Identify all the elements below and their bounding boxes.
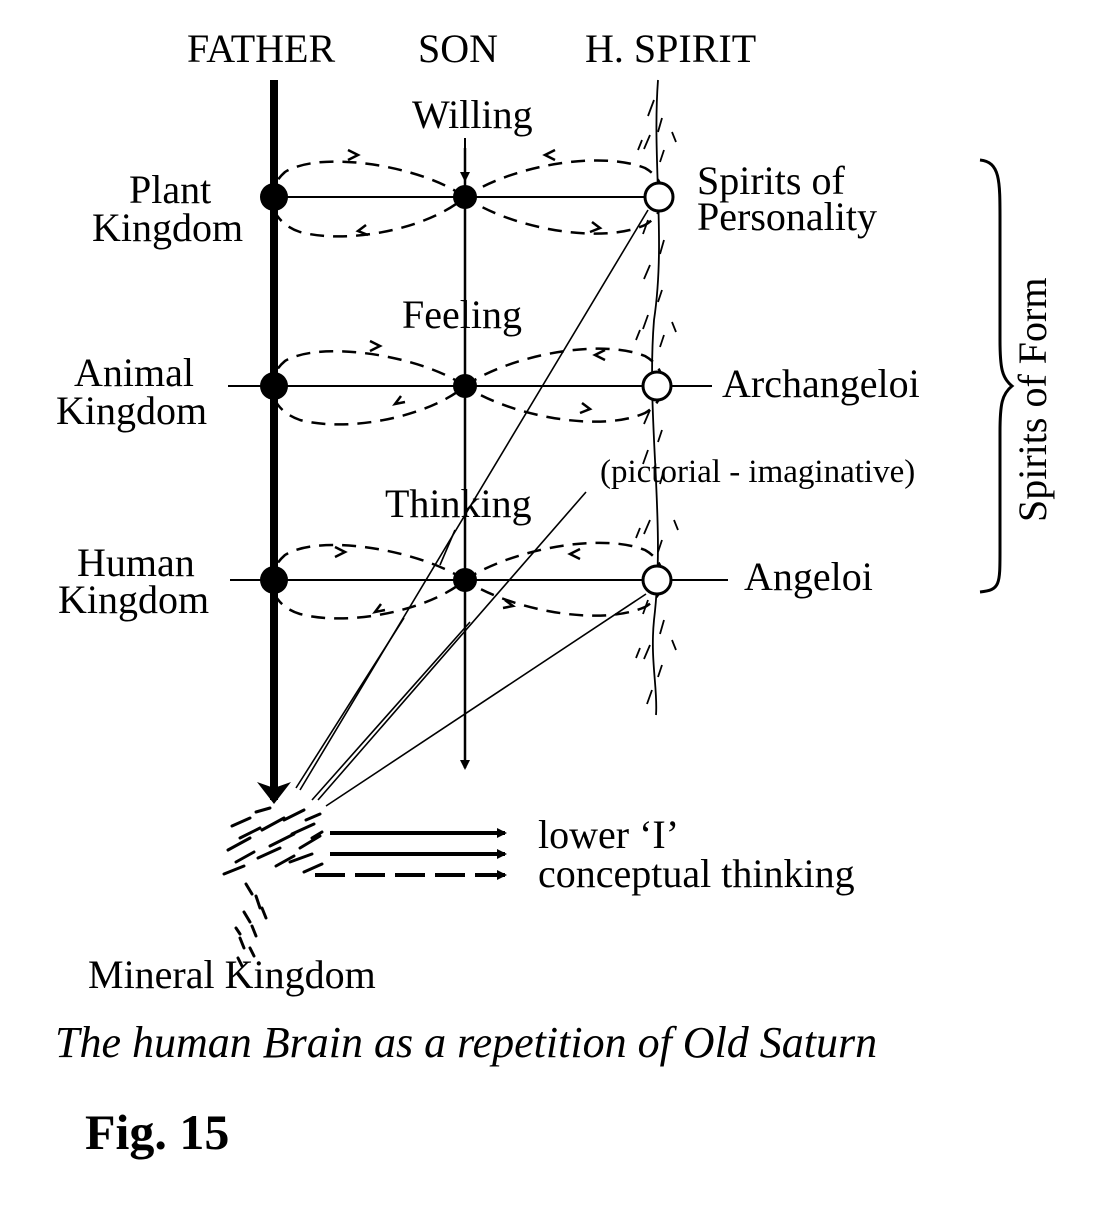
- feeling-label: Feeling: [402, 292, 522, 337]
- angeloi-label: Angeloi: [744, 554, 873, 599]
- human-label-1: Human: [77, 540, 195, 585]
- spirit-header: H. SPIRIT: [585, 26, 756, 71]
- human-son-node: [453, 568, 477, 592]
- personality-label-1: Spirits of: [697, 158, 845, 203]
- animal-label-2: Kingdom: [56, 388, 207, 433]
- animal-spirit-node: [641, 370, 673, 402]
- mineral-label: Mineral Kingdom: [88, 952, 376, 997]
- spirits-brace: [979, 158, 1015, 594]
- pictorial-label: (pictorial - imaginative): [600, 454, 915, 490]
- animal-father-node: [260, 372, 288, 400]
- plant-label-2: Kingdom: [92, 205, 243, 250]
- spirits-of-form-label: Spirits of Form: [1010, 278, 1055, 522]
- thinking-label: Thinking: [385, 481, 532, 526]
- plant-label-1: Plant: [129, 167, 211, 212]
- figure-number: Fig. 15: [85, 1104, 229, 1160]
- personality-label-2: Personality: [697, 194, 877, 239]
- archangeloi-label: Archangeloi: [722, 361, 920, 406]
- conceptual-thinking-label: conceptual thinking: [538, 851, 855, 896]
- animal-label-1: Animal: [74, 350, 194, 395]
- human-spirit-node: [641, 564, 673, 596]
- figure-caption: The human Brain as a repetition of Old S…: [55, 1018, 877, 1067]
- plant-father-node: [260, 183, 288, 211]
- plant-spirit-node: [643, 181, 675, 213]
- father-header: FATHER: [187, 26, 335, 71]
- loop-arrowheads: [334, 148, 606, 614]
- plant-son-node: [453, 185, 477, 209]
- brain-rays: [295, 209, 649, 807]
- human-father-node: [260, 566, 288, 594]
- son-header: SON: [418, 26, 498, 71]
- human-label-2: Kingdom: [58, 577, 209, 622]
- willing-label: Willing: [412, 92, 533, 137]
- animal-son-node: [453, 374, 477, 398]
- lower-i-label: lower ‘I’: [538, 812, 679, 857]
- brain-sketch: [222, 806, 324, 968]
